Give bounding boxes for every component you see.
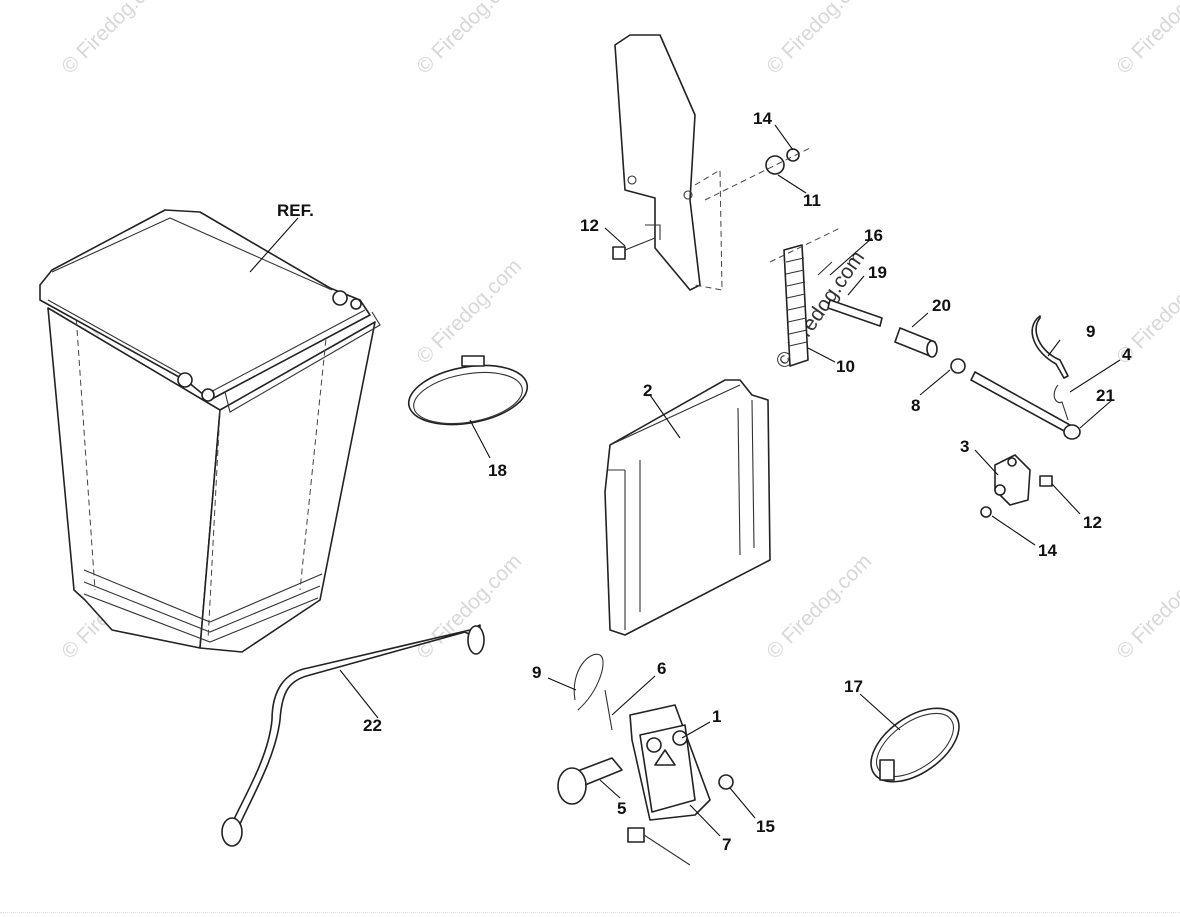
label-part-7: 7 xyxy=(722,835,731,854)
label-part-19: 19 xyxy=(868,263,887,282)
label-ref: REF. xyxy=(277,201,314,220)
label-part-21: 21 xyxy=(1096,386,1115,405)
label-part-4: 4 xyxy=(1122,345,1132,364)
label-part-16: 16 xyxy=(864,226,883,245)
leader-lines xyxy=(249,124,1121,837)
part-20-spacer xyxy=(894,327,966,374)
part-22-rod xyxy=(221,624,485,847)
watermark: © Firedog.com xyxy=(1112,550,1180,664)
part-4-rod xyxy=(970,315,1081,518)
watermark: © Firedog.com xyxy=(412,0,526,79)
part-18-clamp xyxy=(407,355,529,426)
label-part-10: 10 xyxy=(836,357,855,376)
watermark: © Firedog.com xyxy=(762,550,876,664)
label-part-17: 17 xyxy=(844,677,863,696)
watermark: © Firedog.com xyxy=(762,0,876,79)
upper-plate xyxy=(614,34,723,291)
label-part-15: 15 xyxy=(756,817,775,836)
part-17-clamp xyxy=(870,707,960,783)
bottom-divider xyxy=(0,912,1180,914)
label-part-14b: 14 xyxy=(1038,541,1057,560)
label-part-8: 8 xyxy=(911,396,920,415)
label-part-6: 6 xyxy=(657,659,666,678)
label-part-9b: 9 xyxy=(532,663,541,682)
label-part-12a: 12 xyxy=(580,216,599,235)
grass-bag-ref xyxy=(39,209,381,653)
label-part-11: 11 xyxy=(803,191,821,210)
watermark: © Firedog.com xyxy=(57,0,171,79)
part-2-bracket xyxy=(604,379,771,636)
label-part-3: 3 xyxy=(960,437,969,456)
label-part-22: 22 xyxy=(363,716,382,735)
hardware-top xyxy=(612,147,811,260)
watermark: © Firedog.com xyxy=(1112,0,1180,79)
lower-hitch xyxy=(557,653,734,866)
label-part-20: 20 xyxy=(932,296,951,315)
watermark: © Firedog.com xyxy=(412,255,526,369)
callout-labels: REF. 1 2 3 4 5 6 7 8 9 9 10 11 12 12 14 … xyxy=(277,109,1132,854)
label-part-18: 18 xyxy=(488,461,507,480)
label-part-1: 1 xyxy=(712,707,721,726)
label-part-9a: 9 xyxy=(1086,322,1095,341)
label-part-2: 2 xyxy=(643,381,652,400)
label-part-12b: 12 xyxy=(1083,513,1102,532)
label-part-14a: 14 xyxy=(753,109,772,128)
part-10-spring xyxy=(769,227,883,367)
label-part-5: 5 xyxy=(617,799,626,818)
